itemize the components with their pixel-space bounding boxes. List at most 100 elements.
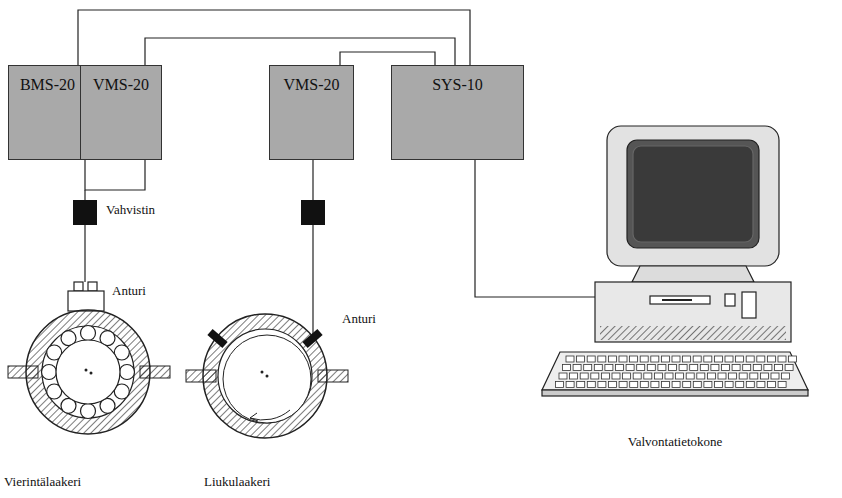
key: [608, 356, 616, 362]
key: [630, 356, 638, 362]
key: [651, 382, 659, 388]
key: [757, 382, 765, 388]
monitor-module: BMS-20: [8, 65, 87, 160]
key: [707, 373, 715, 379]
signal-cable: [145, 38, 455, 65]
key: [619, 356, 627, 362]
key: [679, 365, 687, 371]
key: [764, 365, 772, 371]
rolling-bearing: [8, 310, 170, 434]
key: [676, 373, 684, 379]
key: [729, 373, 737, 379]
module-name: VMS-20: [270, 66, 353, 94]
key: [690, 365, 698, 371]
bearing-label: Vierintälaakeri: [4, 474, 81, 490]
key: [654, 373, 662, 379]
sensor: [68, 282, 104, 311]
key: [630, 382, 638, 388]
system-module: SYS-10: [391, 65, 524, 160]
key: [647, 365, 655, 371]
key: [640, 356, 648, 362]
key: [693, 356, 701, 362]
key: [566, 356, 574, 362]
key: [601, 373, 609, 379]
key: [785, 365, 793, 371]
key: [778, 356, 786, 362]
module-name: SYS-10: [392, 66, 523, 94]
key: [704, 356, 712, 362]
key: [598, 382, 606, 388]
key: [598, 356, 606, 362]
key: [743, 365, 751, 371]
key: [693, 382, 701, 388]
key: [651, 356, 659, 362]
key: [662, 382, 670, 388]
key: [559, 373, 567, 379]
key: [746, 356, 754, 362]
key: [715, 382, 723, 388]
key: [658, 365, 666, 371]
key: [612, 373, 620, 379]
key: [789, 356, 797, 362]
computer: [542, 126, 808, 396]
key: [683, 382, 691, 388]
ball: [42, 365, 57, 380]
key: [556, 382, 564, 388]
key: [700, 365, 708, 371]
amplifier: [73, 200, 97, 225]
ball: [81, 404, 96, 419]
key: [778, 382, 786, 388]
key: [736, 382, 744, 388]
key: [640, 382, 648, 388]
key: [672, 382, 680, 388]
signal-cable: [475, 160, 595, 297]
key: [633, 373, 641, 379]
key: [570, 373, 578, 379]
key: [768, 382, 776, 388]
key: [686, 373, 694, 379]
key: [782, 373, 790, 379]
key: [616, 365, 624, 371]
key: [760, 373, 768, 379]
key: [714, 356, 722, 362]
key: [584, 365, 592, 371]
key: [626, 365, 634, 371]
amplifier-label: Vahvistin: [106, 202, 155, 218]
ball: [81, 326, 96, 341]
key: [750, 373, 758, 379]
bearing-label: Liukulaakeri: [204, 474, 270, 490]
key: [577, 356, 585, 362]
signal-wire: [85, 160, 313, 338]
key: [665, 373, 673, 379]
key: [722, 365, 730, 371]
key: [775, 365, 783, 371]
key: [605, 365, 613, 371]
signal-cable: [78, 10, 470, 65]
key: [725, 382, 733, 388]
key: [594, 365, 602, 371]
key: [669, 365, 677, 371]
key: [591, 373, 599, 379]
key: [619, 382, 627, 388]
key: [697, 373, 705, 379]
key: [580, 373, 588, 379]
key: [746, 382, 754, 388]
key: [757, 356, 765, 362]
key: [566, 382, 574, 388]
key: [771, 373, 779, 379]
key: [725, 356, 733, 362]
key: [736, 356, 744, 362]
key: [732, 365, 740, 371]
key: [609, 382, 617, 388]
key: [587, 356, 595, 362]
key: [704, 382, 712, 388]
ball: [120, 365, 135, 380]
key: [739, 373, 747, 379]
sensor-label: Anturi: [112, 283, 146, 299]
key: [753, 365, 761, 371]
monitor-module: VMS-20: [269, 65, 354, 160]
key: [577, 382, 585, 388]
key: [711, 365, 719, 371]
key: [563, 365, 571, 371]
key: [573, 365, 581, 371]
